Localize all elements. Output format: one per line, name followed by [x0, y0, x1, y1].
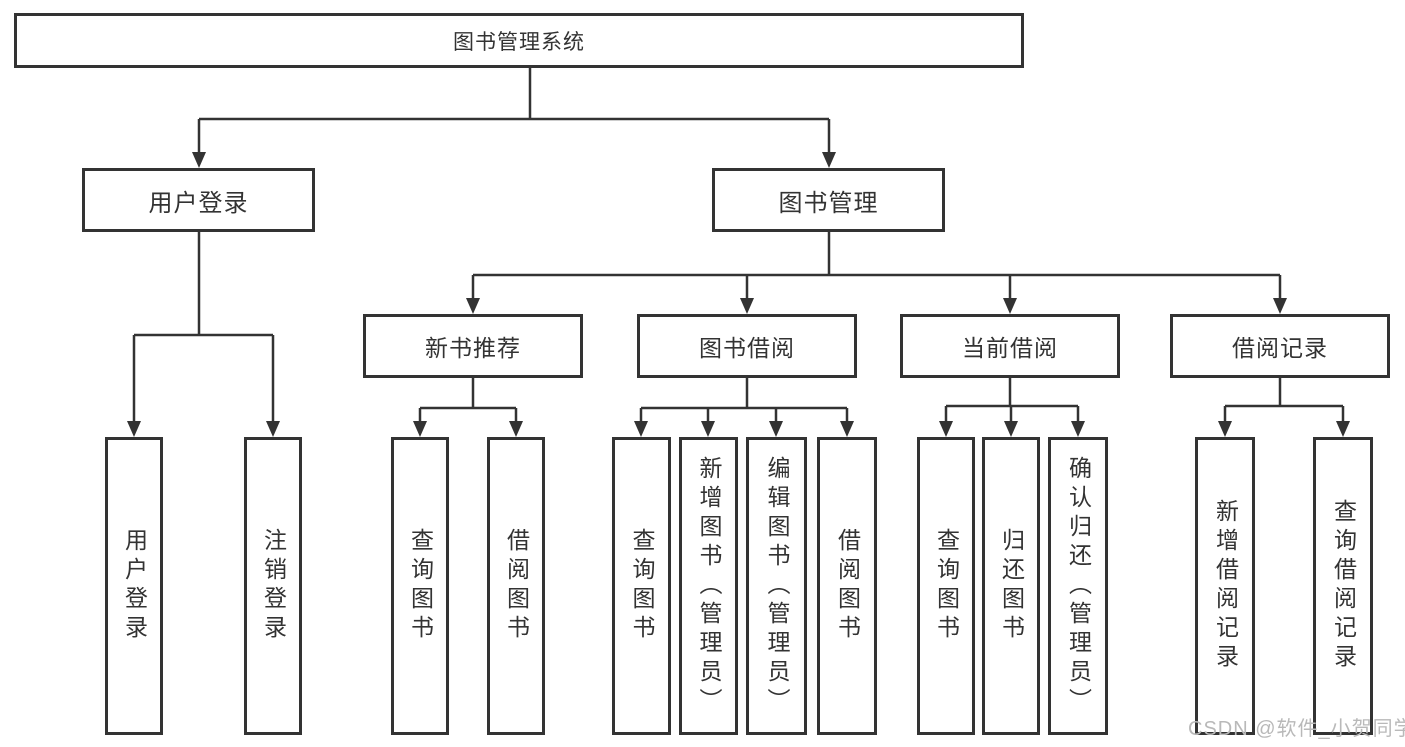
csdn-watermark: CSDN @软件_小贺同学: [1188, 718, 1405, 740]
node-new-book-recommend: 新书推荐: [363, 314, 583, 378]
leaf-current-return-book: 归还图书: [982, 437, 1040, 735]
node-user-login: 用户登录: [82, 168, 315, 232]
node-book-management: 图书管理: [712, 168, 945, 232]
node-borrow-record: 借阅记录: [1170, 314, 1390, 378]
leaf-current-confirm-return: 确认归还（管理员）: [1048, 437, 1108, 735]
leaf-borrow-query-book: 查询图书: [612, 437, 671, 735]
node-root: 图书管理系统: [14, 13, 1024, 68]
leaf-recommend-borrow-book: 借阅图书: [487, 437, 545, 735]
leaf-record-query: 查询借阅记录: [1313, 437, 1373, 735]
leaf-record-add: 新增借阅记录: [1195, 437, 1255, 735]
leaf-logout: 注销登录: [244, 437, 302, 735]
node-book-borrow: 图书借阅: [637, 314, 857, 378]
leaf-recommend-query-book: 查询图书: [391, 437, 449, 735]
leaf-current-query-book: 查询图书: [917, 437, 975, 735]
node-current-borrow: 当前借阅: [900, 314, 1120, 378]
arrowheads: [127, 152, 1350, 437]
leaf-borrow-add-book: 新增图书（管理员）: [679, 437, 738, 735]
leaf-borrow-edit-book: 编辑图书（管理员）: [746, 437, 807, 735]
leaf-user-login: 用户登录: [105, 437, 163, 735]
leaf-borrow-borrow-book: 借阅图书: [817, 437, 877, 735]
